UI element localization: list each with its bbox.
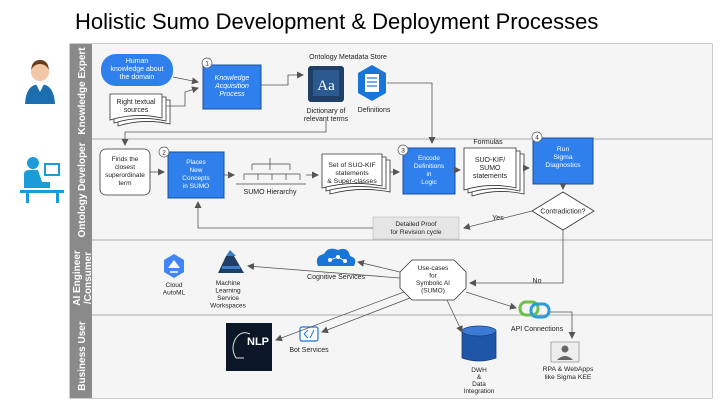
connector: [194, 201, 373, 229]
connector: [261, 71, 304, 86]
contradiction-label: Contradiction?: [540, 209, 585, 216]
dictionary-icon: [308, 66, 344, 102]
step-number: 3: [401, 148, 405, 155]
store-label: Ontology Metadata Store: [309, 54, 387, 61]
database-icon: [461, 325, 497, 362]
nlp-icon: [226, 323, 272, 371]
encode-node: [402, 147, 456, 195]
lane-header: [70, 44, 92, 139]
user-avatar-icon: [550, 341, 580, 363]
no-label: No: [533, 278, 542, 285]
suo-kif-set-node: [321, 153, 391, 195]
yes-label: Yes: [492, 215, 504, 222]
page-title: Holistic Sumo Development & Deployment P…: [75, 9, 599, 34]
connector: [121, 120, 327, 146]
connector: [387, 82, 436, 144]
step-badge: [201, 57, 213, 69]
api-link-icon: [518, 300, 551, 319]
definitions-label: Definitions: [358, 107, 391, 114]
connectors: [121, 71, 576, 342]
connector: [469, 230, 564, 287]
lane-label-knowledge-expert: Knowledge Expert: [77, 47, 88, 135]
connector: [446, 299, 463, 333]
lane-header: [70, 315, 92, 398]
ml-service-icon: [218, 250, 244, 273]
step-number: 2: [162, 150, 166, 157]
connector: [357, 259, 401, 273]
hierarchy-icon: [236, 158, 306, 185]
step-badge: [397, 144, 409, 156]
api-connections-label: API Connections: [511, 326, 564, 333]
human-knowledge-node: [101, 54, 173, 86]
cloud-automl-icon: [164, 254, 184, 278]
dictionary-glyph: Aa: [317, 78, 335, 94]
connector: [247, 262, 401, 279]
step-badge: [531, 131, 543, 143]
document-icon: [358, 65, 386, 101]
use-cases-node: [399, 259, 467, 301]
run-sigma-node: [532, 137, 594, 185]
lane-header: [70, 139, 92, 240]
connector: [321, 297, 411, 334]
cognitive-services-label: Cognitive Services: [307, 274, 365, 281]
connector: [166, 86, 199, 107]
knowledge-acquisition-node: [202, 64, 262, 110]
lane-label-business-user: Business User: [77, 321, 88, 391]
lane-label-ai-engineer: AI Engineer/Consumer: [72, 250, 94, 306]
nlp-glyph: NLP: [247, 336, 269, 348]
lane-header: [70, 240, 92, 315]
connector: [463, 210, 533, 230]
developer-icon: [20, 157, 64, 203]
bot-icon: [299, 326, 319, 342]
places-concepts-node: [167, 151, 225, 199]
formulas-label: Formulas: [473, 139, 503, 146]
sumo-hierarchy-label: SUMO Hierarchy: [244, 189, 297, 196]
right-sources-node: [109, 93, 171, 127]
step-number: 4: [535, 135, 539, 142]
step-badge: [158, 146, 170, 158]
cognitive-services-icon: [316, 248, 356, 266]
lane-label-ontology-developer: Ontology Developer: [77, 142, 88, 237]
bot-services-label: Bot Services: [289, 347, 329, 354]
step-number: 1: [205, 61, 209, 68]
connector: [172, 76, 199, 85]
lane-bg-business-user: [92, 315, 712, 398]
person-icon: [25, 60, 55, 104]
lane-bg-knowledge-expert: [92, 44, 712, 139]
connector: [550, 311, 576, 339]
connector: [275, 291, 405, 342]
connector: [465, 291, 517, 310]
suo-kif-sumo-node: [463, 147, 525, 197]
